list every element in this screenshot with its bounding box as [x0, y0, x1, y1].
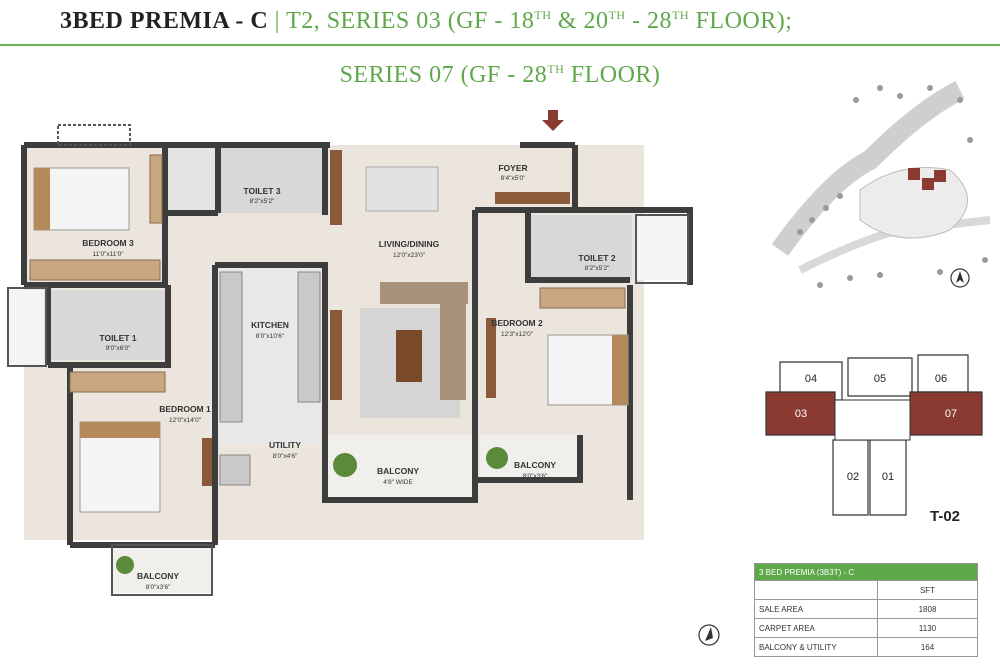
key-unit-06: 06 [935, 373, 947, 385]
label-balcony2: BALCONY [514, 460, 556, 470]
label-bedroom1: BEDROOM 1 [159, 404, 211, 414]
area-table-empty-cell [754, 580, 878, 600]
dim-bedroom2: 12'3"x12'0" [501, 331, 534, 338]
label-toilet1: TOILET 1 [99, 333, 136, 343]
area-label: SALE AREA [754, 599, 878, 619]
tower-code: T-02 [930, 508, 961, 525]
label-bedroom3: BEDROOM 3 [82, 238, 134, 248]
ordinal-sup: TH [534, 8, 552, 22]
wardrobes [29, 154, 626, 393]
walls [21, 142, 693, 548]
plants [116, 447, 508, 574]
dim-balcony2: 8'0"x3'6" [523, 473, 548, 480]
area-value: 164 [877, 637, 978, 657]
area-label: CARPET AREA [754, 618, 878, 638]
key-unit-07: 07 [945, 408, 957, 420]
key-unit-01: 01 [882, 471, 894, 483]
key-plan [765, 354, 983, 516]
label-balcony1: BALCONY [137, 571, 179, 581]
kitchen-counters [219, 271, 321, 486]
ordinal-sup: TH [547, 62, 565, 76]
key-unit-04: 04 [805, 373, 817, 385]
key-unit-02: 02 [847, 471, 859, 483]
dim-toilet2: 8'2"x5'2" [585, 265, 610, 272]
area-table-title-row: 3 BED PREMIA (3B3T) - C [754, 563, 978, 581]
label-foyer: FOYER [498, 163, 527, 173]
dim-toilet1: 9'0"x6'0" [106, 345, 131, 352]
label-kitchen: KITCHEN [251, 320, 289, 330]
series-part: T2, SERIES 03 (GF - 18 [286, 8, 535, 34]
entry-arrow-icon [542, 110, 564, 131]
dim-living: 12'0"x23'0" [393, 252, 426, 259]
living-furniture [202, 150, 570, 486]
ordinal-sup: TH [672, 8, 690, 22]
header-divider [0, 44, 1000, 46]
area-table-title: 3 BED PREMIA (3B3T) - C [754, 563, 978, 581]
label-balcony-main: BALCONY [377, 466, 419, 476]
beds [33, 167, 629, 513]
key-unit-05: 05 [874, 373, 886, 385]
label-utility: UTILITY [269, 440, 301, 450]
dim-toilet3: 8'2"x5'2" [250, 198, 275, 205]
key-unit-03: 03 [795, 408, 807, 420]
plan-subtitle: SERIES 07 (GF - 28TH FLOOR) [0, 62, 1000, 89]
dim-kitchen: 8'0"x10'6" [256, 333, 285, 340]
site-plan [771, 78, 992, 300]
dim-bedroom3: 11'0"x11'0" [92, 251, 124, 258]
table-row: SALE AREA 1808 [754, 599, 978, 619]
north-arrow-icon [950, 268, 970, 288]
label-living: LIVING/DINING [379, 239, 440, 249]
table-row: BALCONY & UTILITY 164 [754, 637, 978, 657]
dim-foyer: 8'4"x5'0" [501, 175, 526, 182]
area-table-unit: SFT [877, 580, 978, 600]
series-part: FLOOR) [564, 62, 661, 88]
series-part: & 20 [551, 8, 609, 34]
dim-bedroom1: 12'0"x14'0" [169, 417, 202, 424]
compass-icon [698, 624, 720, 646]
dim-utility: 8'0"x4'6" [273, 453, 298, 460]
label-bedroom2: BEDROOM 2 [491, 318, 543, 328]
area-value: 1130 [877, 618, 978, 638]
area-table-header-row: SFT [754, 580, 978, 600]
series-part: - 28 [625, 8, 673, 34]
area-value: 1808 [877, 599, 978, 619]
thin-walls [7, 124, 689, 596]
dim-balcony1: 8'0"x3'6" [146, 584, 171, 591]
label-toilet3: TOILET 3 [243, 186, 280, 196]
area-table: 3 BED PREMIA (3B3T) - C SFT SALE AREA 18… [754, 563, 978, 657]
series-text: T2, SERIES 03 (GF - 18TH & 20TH - 28TH F… [286, 8, 792, 34]
title-separator: | [268, 8, 287, 34]
table-row: CARPET AREA 1130 [754, 618, 978, 638]
ordinal-sup: TH [608, 8, 626, 22]
unit-name: 3BED PREMIA - C [60, 8, 269, 34]
series-part: FLOOR); [689, 8, 793, 34]
series-part: SERIES 07 (GF - 28 [339, 62, 548, 88]
label-toilet2: TOILET 2 [578, 253, 615, 263]
dim-balcony-main: 4'8" WIDE [383, 479, 413, 486]
area-label: BALCONY & UTILITY [754, 637, 878, 657]
plan-title: 3BED PREMIA - C | T2, SERIES 03 (GF - 18… [60, 8, 960, 38]
